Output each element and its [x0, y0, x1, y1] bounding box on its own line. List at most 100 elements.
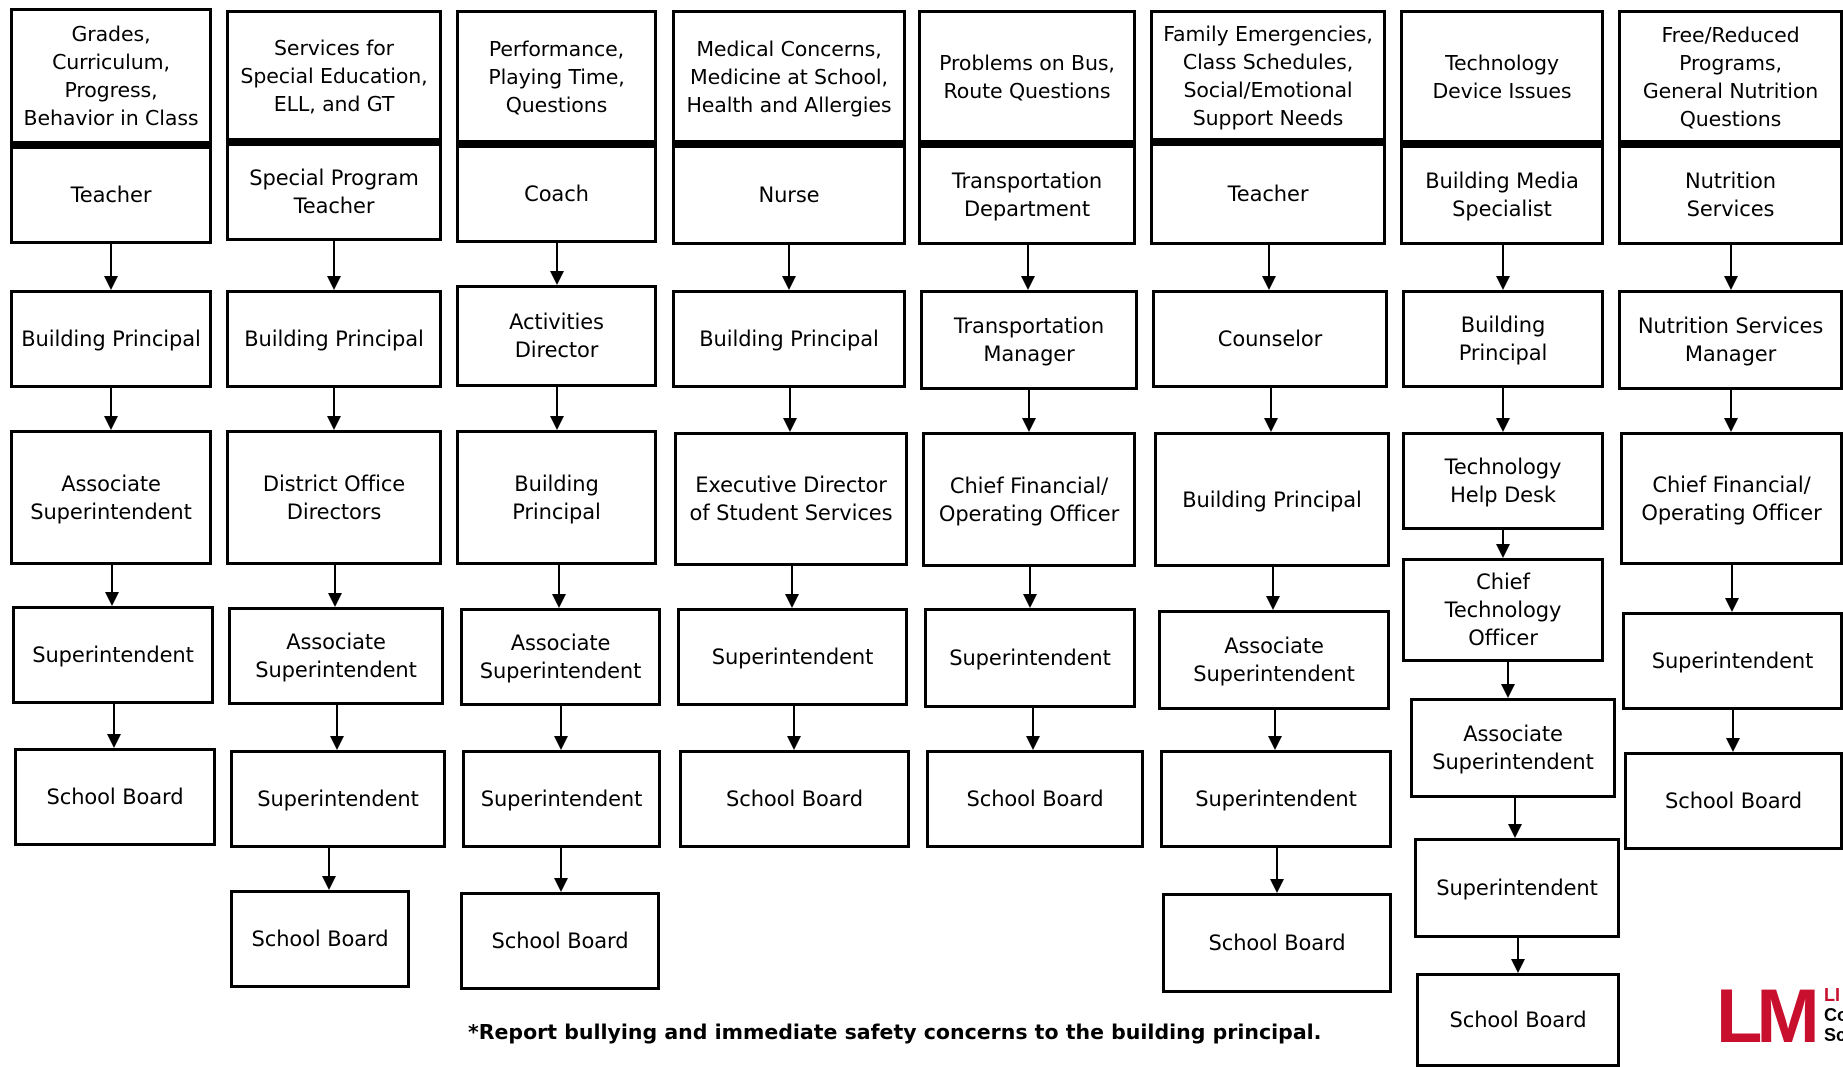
step-special-program-teacher-col2-label: Special Program Teacher	[249, 166, 419, 218]
step-technology-help-desk-col7-label: Technology Help Desk	[1444, 455, 1562, 507]
topic-header-3-label: Performance, Playing Time, Questions	[488, 36, 625, 117]
step-associate-superintendent-col7: Associate Superintendent	[1410, 698, 1616, 798]
step-nutrition-services-manager-col8-label: Nutrition Services Manager	[1637, 314, 1824, 366]
down-arrow-col1-1	[104, 244, 118, 290]
step-executive-director-of-student-services-col4: Executive Director of Student Services	[674, 432, 908, 566]
down-arrow-col6-3	[1266, 567, 1280, 610]
step-building-principal-col7: Building Principal	[1402, 290, 1604, 388]
step-associate-superintendent-col7-label: Associate Superintendent	[1432, 722, 1594, 774]
step-superintendent-col5: Superintendent	[924, 608, 1136, 708]
step-counselor-col6: Counselor	[1152, 290, 1388, 388]
step-school-board-col7: School Board	[1416, 973, 1620, 1067]
step-building-principal-col4: Building Principal	[672, 290, 906, 388]
step-school-board-col5-label: School Board	[966, 787, 1104, 811]
step-teacher-col6: Teacher	[1150, 143, 1386, 245]
topic-header-4: Medical Concerns, Medicine at School, He…	[672, 10, 906, 145]
down-arrow-col5-3	[1023, 567, 1037, 608]
step-chief-technology-officer-col7: Chief Technology Officer	[1402, 558, 1604, 662]
step-school-board-col2-label: School Board	[251, 927, 389, 951]
topic-header-2-label: Services for Special Education, ELL, and…	[240, 35, 428, 116]
step-building-principal-col4-label: Building Principal	[699, 327, 879, 351]
step-chief-financial-operating-officer-col5: Chief Financial/ Operating Officer	[922, 432, 1136, 567]
step-school-board-col2: School Board	[230, 890, 410, 988]
step-school-board-col4-label: School Board	[726, 787, 863, 811]
step-school-board-col5: School Board	[926, 750, 1144, 848]
step-superintendent-col8: Superintendent	[1622, 612, 1843, 710]
step-nutrition-services-manager-col8: Nutrition Services Manager	[1618, 290, 1843, 390]
step-superintendent-col2-label: Superintendent	[257, 787, 419, 811]
down-arrow-col2-5	[322, 848, 336, 890]
step-superintendent-col3-label: Superintendent	[480, 787, 643, 811]
step-school-board-col8-label: School Board	[1665, 789, 1802, 813]
step-teacher-col6-label: Teacher	[1227, 182, 1309, 206]
step-associate-superintendent-col2: Associate Superintendent	[228, 607, 444, 705]
down-arrow-col4-3	[785, 566, 799, 608]
logo-side-text: LI Co Sch	[1824, 985, 1843, 1045]
topic-header-6: Family Emergencies, Class Schedules, Soc…	[1150, 10, 1386, 143]
down-arrow-col6-5	[1270, 848, 1284, 893]
down-arrow-col7-1	[1496, 245, 1510, 290]
step-building-principal-col2-label: Building Principal	[244, 327, 424, 351]
step-technology-help-desk-col7: Technology Help Desk	[1402, 432, 1604, 530]
step-teacher-col1-label: Teacher	[70, 183, 152, 207]
down-arrow-col6-4	[1268, 710, 1282, 750]
down-arrow-col8-3	[1725, 565, 1739, 612]
step-superintendent-col6-label: Superintendent	[1195, 787, 1357, 811]
step-associate-superintendent-col2-label: Associate Superintendent	[255, 630, 417, 682]
step-associate-superintendent-col3: Associate Superintendent	[460, 608, 661, 706]
down-arrow-col1-2	[104, 388, 118, 430]
footnote: *Report bullying and immediate safety co…	[468, 1020, 1322, 1044]
step-school-board-col1-label: School Board	[46, 785, 184, 809]
step-superintendent-col7: Superintendent	[1414, 838, 1620, 938]
step-associate-superintendent-col6-label: Associate Superintendent	[1193, 634, 1355, 686]
step-transportation-department-col5: Transportation Department	[918, 145, 1136, 245]
step-associate-superintendent-col1: Associate Superintendent	[10, 430, 212, 565]
down-arrow-col2-3	[328, 565, 342, 607]
step-superintendent-col3: Superintendent	[462, 750, 661, 848]
topic-header-7-label: Technology Device Issues	[1432, 50, 1572, 103]
down-arrow-col7-5	[1508, 798, 1522, 838]
down-arrow-col5-4	[1026, 708, 1040, 750]
down-arrow-col3-4	[554, 706, 568, 750]
district-logo: LM LI Co Sch	[1716, 985, 1843, 1055]
step-superintendent-col1-label: Superintendent	[32, 643, 194, 667]
step-transportation-manager-col5-label: Transportation Manager	[953, 314, 1105, 366]
step-building-media-specialist-col7-label: Building Media Specialist	[1425, 169, 1579, 221]
down-arrow-col8-4	[1726, 710, 1740, 752]
step-district-office-directors-col2: District Office Directors	[226, 430, 442, 565]
step-nurse-col4-label: Nurse	[758, 183, 820, 207]
topic-header-5-label: Problems on Bus, Route Questions	[939, 50, 1115, 103]
step-building-principal-col3-label: Building Principal	[512, 471, 601, 524]
step-school-board-col6: School Board	[1162, 893, 1392, 993]
down-arrow-col4-4	[787, 706, 801, 750]
down-arrow-col3-1	[550, 243, 564, 285]
step-superintendent-col4: Superintendent	[677, 608, 908, 706]
topic-header-8: Free/Reduced Programs, General Nutrition…	[1618, 10, 1843, 145]
topic-header-1-label: Grades, Curriculum, Progress, Behavior i…	[23, 22, 199, 130]
step-chief-financial-operating-officer-col8: Chief Financial/ Operating Officer	[1620, 432, 1843, 565]
step-building-principal-col7-label: Building Principal	[1458, 313, 1548, 365]
step-coach-col3: Coach	[456, 145, 657, 243]
down-arrow-col3-5	[554, 848, 568, 892]
topic-header-6-label: Family Emergencies, Class Schedules, Soc…	[1163, 21, 1373, 130]
step-building-principal-col2: Building Principal	[226, 290, 442, 388]
step-coach-col3-label: Coach	[524, 182, 589, 206]
step-activities-director-col3-label: Activities Director	[509, 310, 604, 362]
step-nutrition-services-col8-label: Nutrition Services	[1684, 169, 1777, 221]
step-counselor-col6-label: Counselor	[1217, 327, 1323, 351]
step-chief-financial-operating-officer-col5-label: Chief Financial/ Operating Officer	[938, 473, 1120, 526]
down-arrow-col1-3	[105, 565, 119, 606]
step-executive-director-of-student-services-col4-label: Executive Director of Student Services	[689, 473, 893, 525]
down-arrow-col5-1	[1021, 245, 1035, 290]
step-superintendent-col7-label: Superintendent	[1436, 876, 1598, 900]
step-building-principal-col6-label: Building Principal	[1182, 487, 1362, 512]
step-associate-superintendent-col1-label: Associate Superintendent	[30, 471, 192, 524]
logo-letters: LM	[1716, 985, 1820, 1055]
down-arrow-col6-1	[1262, 245, 1276, 290]
step-school-board-col3: School Board	[460, 892, 660, 990]
topic-header-8-label: Free/Reduced Programs, General Nutrition…	[1642, 22, 1819, 131]
down-arrow-col5-2	[1022, 390, 1036, 432]
step-building-principal-col1: Building Principal	[10, 290, 212, 388]
step-school-board-col4: School Board	[679, 750, 910, 848]
